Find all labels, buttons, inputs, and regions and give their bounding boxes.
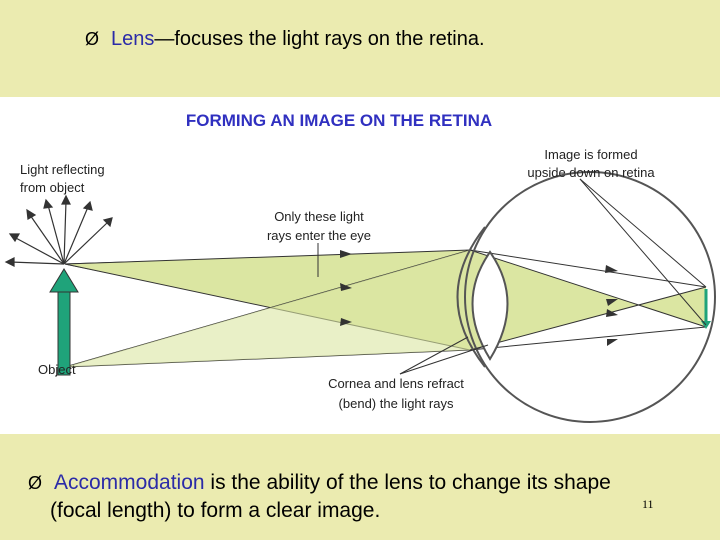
object-arrow-head — [49, 268, 79, 293]
cornea-outline — [456, 226, 486, 368]
ray-out-1 — [469, 249, 707, 328]
label-light-reflecting-1: Light reflecting — [20, 162, 105, 177]
leader-lens — [399, 344, 489, 375]
label-only-these-1: Only these light — [274, 209, 364, 224]
light-band-lower — [65, 250, 470, 367]
top-bullet: Ø Lens—focuses the light rays on the reti… — [85, 28, 485, 51]
reflected-rays — [4, 194, 113, 267]
label-cornea-1: Cornea and lens refract — [328, 376, 464, 391]
ray-out-4 — [469, 326, 707, 351]
leader-image-formed-2 — [579, 178, 707, 326]
diagram-title: FORMING AN IMAGE ON THE RETINA — [186, 111, 492, 130]
accommodation-term: Accommodation — [54, 471, 205, 494]
lens-outline — [471, 250, 509, 361]
ray-out-2 — [469, 286, 707, 351]
accommodation-description-line2: (focal length) to form a clear image. — [50, 499, 381, 522]
ray-arrowheads — [340, 250, 618, 346]
retina-diagram: FORMING AN IMAGE ON THE RETINA Light ref… — [4, 111, 716, 423]
ray-top-in — [64, 249, 471, 265]
label-image-formed-2: upside down on retina — [527, 165, 655, 180]
leader-image-formed-1 — [579, 178, 707, 288]
ray-out-3 — [469, 249, 707, 288]
retina-diagram-panel: FORMING AN IMAGE ON THE RETINA Light ref… — [0, 97, 720, 434]
lens-description: —focuses the light rays on the retina. — [154, 28, 485, 50]
label-only-these-2: rays enter the eye — [267, 228, 371, 243]
label-object: Object — [38, 362, 76, 377]
light-band-out — [470, 250, 706, 350]
slide-number: 11 — [642, 497, 654, 511]
leader-cornea — [399, 336, 469, 375]
lens-term: Lens — [111, 28, 155, 50]
bullet-arrow-icon: Ø — [28, 473, 43, 493]
label-image-formed-1: Image is formed — [544, 147, 637, 162]
bullet-arrow-icon: Ø — [85, 29, 100, 49]
bottom-bullet: Ø Accommodation is the ability of the len… — [28, 469, 708, 524]
eyeball-outline — [464, 171, 716, 423]
label-cornea-2: (bend) the light rays — [339, 396, 454, 411]
accommodation-description: is the ability of the lens to change its… — [204, 471, 611, 494]
label-light-reflecting-2: from object — [20, 180, 85, 195]
